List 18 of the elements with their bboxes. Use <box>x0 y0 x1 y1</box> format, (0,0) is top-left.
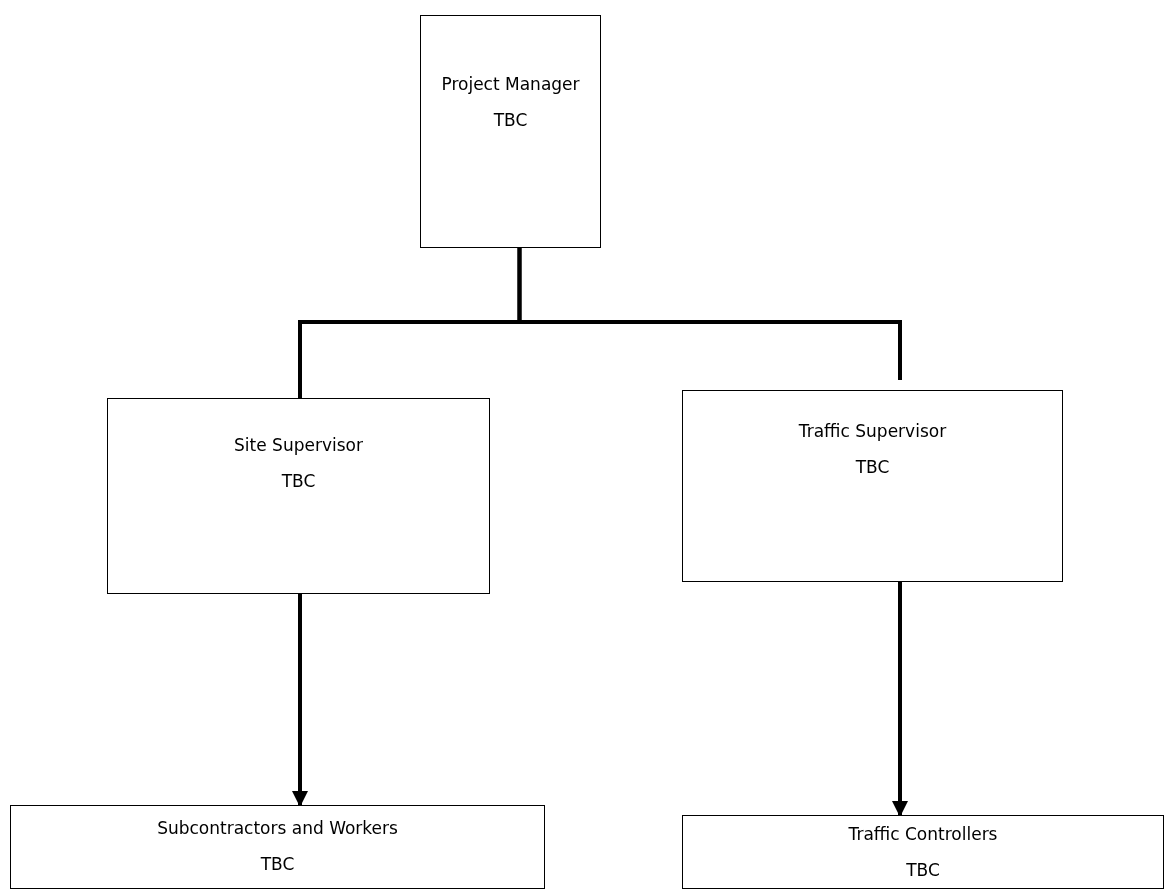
role-box <box>420 15 601 248</box>
role-holder: TBC <box>906 860 940 881</box>
role-title: Subcontractors and Workers <box>157 818 398 839</box>
role-holder: TBC <box>855 457 890 478</box>
role-box <box>682 815 1164 889</box>
role-box <box>10 805 545 889</box>
role-holder: TBC <box>260 854 295 875</box>
role-holder: TBC <box>493 110 528 131</box>
role-box <box>107 398 490 594</box>
role-title: Project Manager <box>441 74 580 95</box>
connector-line <box>517 248 902 380</box>
arrow <box>892 582 908 817</box>
arrow <box>292 594 308 807</box>
role-title: Traffic Controllers <box>848 824 998 845</box>
role-title: Traffic Supervisor <box>798 421 947 442</box>
role-box <box>682 390 1063 582</box>
role-title: Site Supervisor <box>234 435 363 456</box>
role-holder: TBC <box>281 471 316 492</box>
